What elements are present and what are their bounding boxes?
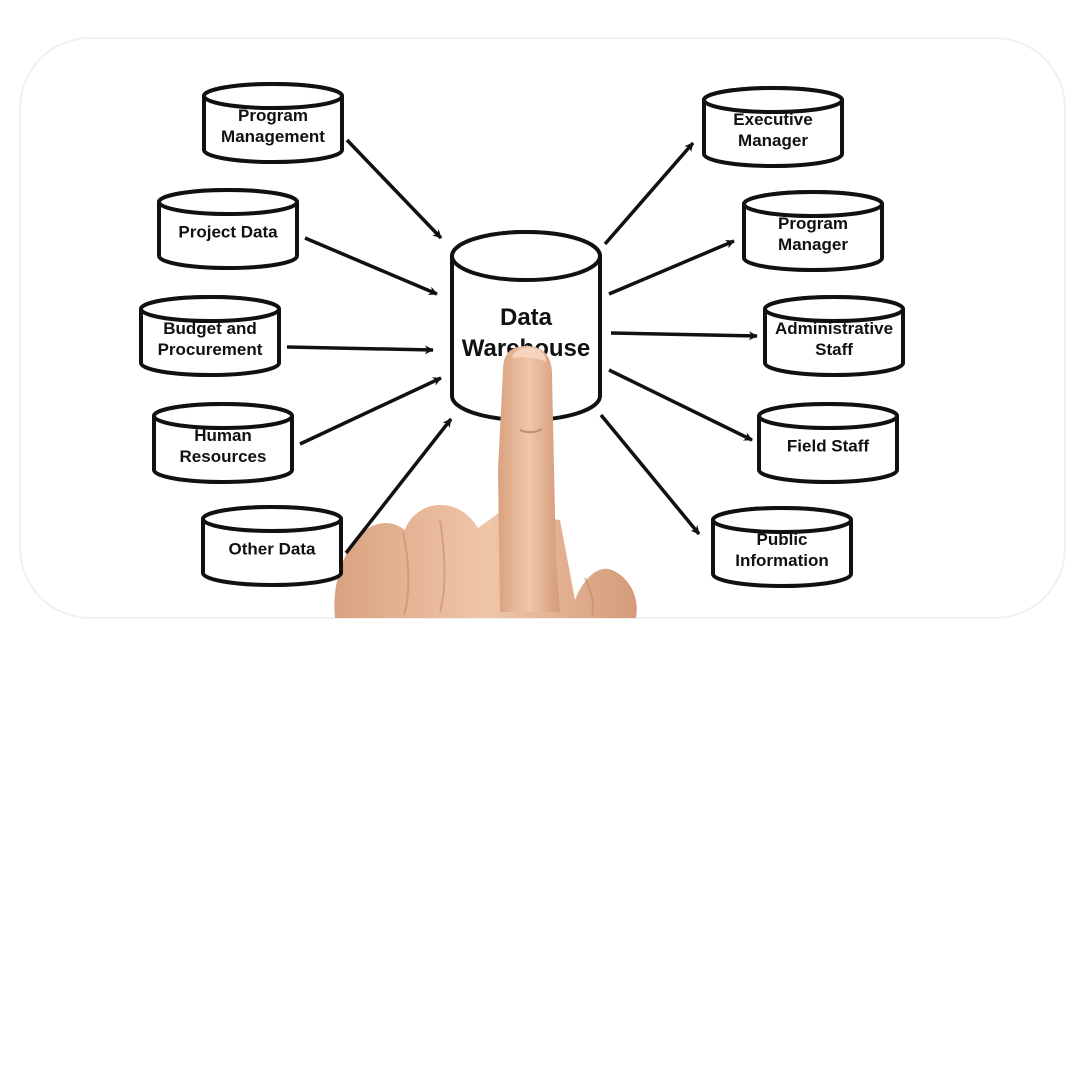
- arrow-to-field-staff: [608, 368, 753, 442]
- destination-node-field-staff: Field Staff: [757, 402, 899, 484]
- destination-node-administrative-staff-label-line-1: Administrative: [775, 319, 893, 338]
- source-node-human-resources-cylinder-top: [152, 402, 294, 430]
- pointing-hand-image: [334, 346, 637, 618]
- source-node-project-data: Project Data: [157, 188, 299, 270]
- source-node-budget-and-procurement-cylinder-top: [139, 295, 281, 323]
- destination-node-program-manager-cylinder-top: [742, 190, 884, 218]
- source-node-project-data-cylinder-top: [157, 188, 299, 216]
- center-node-data-warehouse-cylinder-top: [450, 230, 602, 282]
- source-node-human-resources-label-line-1: Human: [194, 426, 252, 445]
- source-node-program-management-label-line-1: Program: [238, 106, 308, 125]
- destination-node-field-staff-cylinder-top: [757, 402, 899, 430]
- destination-node-executive-manager-cylinder-top: [702, 86, 844, 114]
- destination-node-public-information-label-line-1: Public: [756, 530, 807, 549]
- arrow-to-program-manager: [608, 239, 735, 296]
- destination-node-public-information-cylinder-top: [711, 506, 853, 534]
- source-node-program-management-label-line-2: Management: [221, 127, 325, 146]
- source-node-human-resources-label-line-2: Resources: [180, 447, 267, 466]
- arrow-to-public-information: [599, 413, 701, 536]
- arrow-from-human-resources: [299, 376, 442, 446]
- arrow-to-administrative-staff: [610, 331, 758, 341]
- arrow-from-other-data: [344, 417, 453, 555]
- source-node-budget-and-procurement-label-line-2: Procurement: [158, 340, 263, 359]
- destination-node-field-staff-label-line-1: Field Staff: [787, 437, 870, 456]
- source-node-other-data-label-line-1: Other Data: [229, 540, 316, 559]
- source-node-other-data-cylinder-top: [201, 505, 343, 533]
- destination-node-executive-manager-label-line-1: Executive: [733, 110, 812, 129]
- source-node-other-data: Other Data: [201, 505, 343, 587]
- center-node-data-warehouse-label-line-1: Data: [500, 304, 553, 331]
- destination-node-executive-manager-label-line-2: Manager: [738, 131, 808, 150]
- destination-node-program-manager-label-line-2: Manager: [778, 235, 848, 254]
- arrow-from-budget-and-procurement: [286, 345, 434, 355]
- destination-node-administrative-staff-label-line-2: Staff: [815, 340, 853, 359]
- source-node-program-management-cylinder-top: [202, 82, 344, 110]
- source-node-budget-and-procurement-label-line-1: Budget and: [163, 319, 257, 338]
- arrow-to-executive-manager: [603, 141, 695, 246]
- destination-node-public-information-label-line-2: Information: [735, 551, 829, 570]
- destination-node-program-manager-label-line-1: Program: [778, 214, 848, 233]
- arrow-from-program-management: [345, 138, 443, 240]
- arrow-from-project-data: [304, 236, 438, 296]
- source-node-project-data-label-line-1: Project Data: [178, 223, 278, 242]
- destination-node-administrative-staff-cylinder-top: [763, 295, 905, 323]
- arrow-layer: [286, 138, 758, 555]
